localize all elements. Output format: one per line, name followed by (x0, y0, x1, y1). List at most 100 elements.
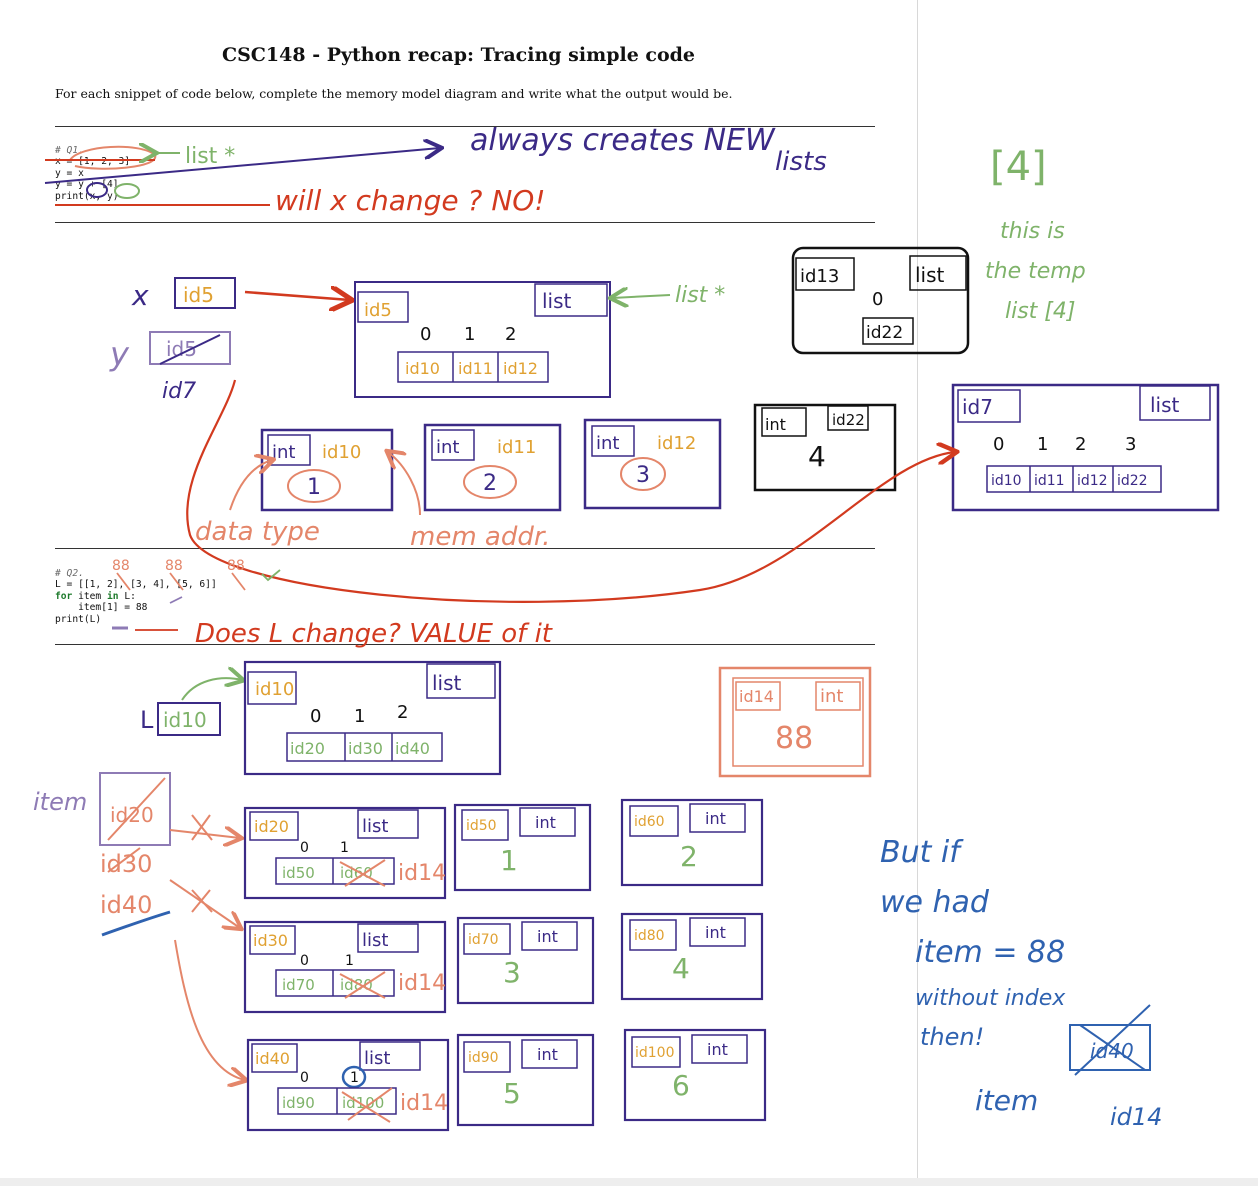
int-object-id11: int id11 2 (423, 423, 562, 512)
item-arrow-3 (174, 939, 245, 1080)
q1-code-marks (44, 145, 440, 206)
int-id100-value: 6 (672, 1069, 690, 1102)
list-id5-type: list (542, 289, 572, 313)
outer-list-index-0: 0 (310, 706, 321, 727)
list-id5-cell-2: id12 (503, 359, 538, 378)
int-id50-type: int (535, 813, 556, 832)
q2-loop-iter: L: (118, 590, 136, 602)
outer-list-id: id10 (255, 679, 294, 700)
list-id5-cell-1: id11 (458, 359, 493, 378)
inner-list-0-cell-1-old: id60 (340, 864, 373, 882)
list-id5-id-cell (357, 291, 409, 323)
var-item-box (99, 772, 171, 846)
int-id11-type: int (436, 437, 459, 458)
inner-list-1-index-1: 1 (345, 953, 354, 969)
q2-top-rule (55, 548, 875, 549)
inner-list-2-type: list (364, 1048, 390, 1069)
inner-list-2-index-0: 0 (300, 1070, 309, 1086)
inner-list-1-id: id30 (253, 931, 288, 950)
note-without-index: without index (915, 986, 1066, 1011)
var-x-box (174, 277, 236, 309)
note-we-had: we had (880, 885, 990, 920)
outer-list-cell-2: id40 (395, 739, 430, 758)
list-id7-cell-1: id11 (1034, 473, 1065, 489)
int-id10-value: 1 (307, 475, 321, 500)
y-to-id7-arrow (186, 379, 955, 603)
L-to-list-arrow (181, 678, 242, 701)
outer-list-type: list (432, 671, 462, 695)
int-id60-id: id60 (634, 814, 665, 830)
note-item-word: item (975, 1084, 1038, 1117)
inner-list-2-id: id40 (255, 1049, 290, 1068)
q1-circle-mark (69, 145, 157, 170)
inner-list-0-type: list (362, 816, 388, 837)
inner-list-0-index-1: 1 (340, 840, 349, 856)
blue-note: But if we had item = 88 without index th… (880, 835, 1162, 1131)
annot-list-star-2: list * (675, 283, 725, 308)
int-88-value: 88 (775, 721, 813, 756)
annot-the-temp: the temp (985, 259, 1086, 284)
item-arrow-1 (169, 830, 240, 838)
item-underline (101, 910, 171, 937)
var-y-strike (159, 334, 221, 365)
inner-list-0-index-0: 0 (300, 840, 309, 856)
inner-list-1-index-0: 0 (300, 953, 309, 969)
int-id22-type: int (765, 415, 786, 434)
q1-line-1: x = [1, 2, 3] (55, 156, 131, 168)
list-id5-type-cell (534, 283, 608, 317)
q1-bottom-rule (55, 222, 875, 223)
q2-for-keyword: for (55, 590, 73, 602)
q1-line-3: y = y + [4] (55, 179, 119, 191)
int-object-id50: id50 int 1 (453, 803, 592, 892)
q2-memory-diagram: L id10 id10 list 0 1 2 id20 id30 id40 it… (33, 660, 872, 1132)
q2-line-1: L = [[1, 2], [3, 4], [5, 6]] (55, 579, 217, 591)
var-y-new-id: id7 (162, 379, 196, 404)
var-x-id: id5 (183, 283, 214, 307)
list-star-arrow (612, 295, 671, 298)
q1-top-rule (55, 126, 875, 127)
inner-list-0-cell-0: id50 (282, 864, 315, 882)
int-id100-type: int (707, 1040, 728, 1059)
inner-list-2-index-1: 1 (350, 1070, 359, 1086)
note-item-old-id: id40 (1090, 1039, 1134, 1063)
int-88-id: id14 (739, 687, 774, 706)
x-to-list-arrow (244, 292, 350, 300)
list-id7-id: id7 (962, 395, 993, 419)
mem-addr-arrow (388, 452, 421, 516)
int-id12-id: id12 (657, 433, 696, 454)
int-object-id90: id90 int 5 (456, 1033, 595, 1127)
document-title: CSC148 - Python recap: Tracing simple co… (221, 44, 696, 66)
annot-does-L-change: Does L change? VALUE of it (195, 619, 553, 649)
outer-list-index-1: 1 (354, 706, 365, 727)
int-object-id80: id80 int 4 (620, 912, 764, 1001)
int-object-id70: id70 int 3 (456, 916, 595, 1005)
q2-bottom-rule (55, 644, 875, 645)
annot-always-creates: always creates NEW (470, 123, 776, 158)
list-id7-index-1: 1 (1037, 434, 1048, 455)
outer-list-cell-1: id30 (348, 739, 383, 758)
annot-temp-list: [4] (990, 144, 1047, 190)
svg-text:88: 88 (227, 558, 245, 574)
inner-list-1-cell-1-new: id14 (398, 971, 446, 996)
inner-list-2-cell-1-new: id14 (400, 1091, 448, 1116)
note-but-if: But if (880, 835, 964, 870)
list-id7-index-3: 3 (1125, 434, 1136, 455)
annot-data-type: data type (195, 517, 320, 547)
q2-line-2: for item in L: (55, 591, 217, 603)
var-y-box (149, 331, 231, 365)
int-id90-type: int (537, 1045, 558, 1064)
var-L-box (157, 702, 221, 736)
list-id7-index-2: 2 (1075, 434, 1086, 455)
q1-circle-4 (114, 183, 140, 199)
list-id13-id: id13 (800, 266, 839, 287)
q2-comment: # Q2. (55, 567, 84, 579)
int-id70-type: int (537, 927, 558, 946)
int-id80-type: int (705, 923, 726, 942)
list-id13: id13 list 0 id22 (791, 246, 970, 355)
outer-list-cell-0: id20 (290, 739, 325, 758)
q1-annotations: list * always creates NEW lists will x c… (185, 123, 1086, 324)
list-id5-id: id5 (364, 300, 392, 321)
int-id22-value: 4 (808, 440, 826, 473)
list-id5-box (354, 281, 611, 398)
